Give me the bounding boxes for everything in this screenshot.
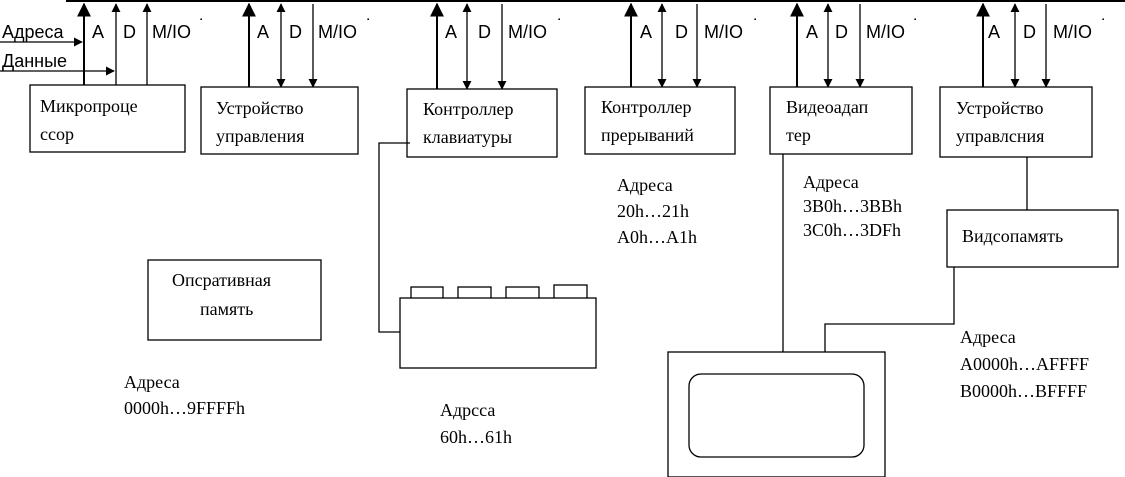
control1-bus-links: A D M/IO ˙ <box>242 2 372 88</box>
ram-address-note: Адреса 0000h…9FFFFh <box>124 372 245 418</box>
control1-bus-d: D <box>289 22 302 42</box>
control2-label-line2: управлсния <box>956 126 1044 146</box>
videomem-to-monitor-line <box>824 267 955 352</box>
control2-bus-d: D <box>1023 22 1036 42</box>
cpu-bus-d: D <box>123 22 136 42</box>
svg-text:Адрсса: Адрсса <box>440 400 495 420</box>
control1-label-line2: управления <box>216 126 304 146</box>
control2-bus-links: A D M/IO ˙ <box>976 2 1107 88</box>
ram-label-line2: память <box>200 299 253 319</box>
keyboard-address-note: Адрсса 60h…61h <box>440 400 512 447</box>
keyboard-bus-a: A <box>445 22 457 42</box>
ram-block <box>147 259 322 341</box>
video-memory-label: Видсопамять <box>962 226 1063 246</box>
svg-text:A0000h…AFFFF: A0000h…AFFFF <box>960 354 1089 374</box>
video-adapter-bus-a: A <box>806 22 818 42</box>
video-adapter-bus-d: D <box>835 22 848 42</box>
control-unit-2-block <box>939 86 1093 158</box>
control2-label-line1: Устройство <box>956 98 1044 118</box>
interrupt-address-note: Адреса 20h…21h A0h…A1h <box>617 175 697 247</box>
side-addresses-label: Адреса <box>2 22 65 42</box>
cpu-bus-a: A <box>92 22 104 42</box>
control2-bus-mio: M/IO <box>1053 22 1092 42</box>
cpu-bus-mio: M/IO <box>152 22 191 42</box>
control1-bus-mio: M/IO <box>318 22 357 42</box>
ram-label-line1: Опсративная <box>172 270 271 290</box>
svg-text:˙: ˙ <box>199 16 205 36</box>
video-memory-address-note: Адреса A0000h…AFFFF B0000h…BFFFF <box>960 327 1089 401</box>
control1-bus-a: A <box>257 22 269 42</box>
video-adapter-label-line1: Видеоадап <box>786 97 869 117</box>
side-data-label: Данные <box>2 51 67 71</box>
svg-text:˙: ˙ <box>557 16 563 36</box>
control1-label-line1: Устройство <box>216 98 304 118</box>
interrupt-bus-d: D <box>675 22 688 42</box>
svg-text:3B0h…3BBh: 3B0h…3BBh <box>803 196 902 216</box>
keyboard-ctrl-label-line1: Контроллер <box>423 99 514 119</box>
cpu-label-line1: Микропроце <box>40 96 138 116</box>
keyboardctrl-to-keyboard-line <box>378 142 410 333</box>
svg-text:Адреса: Адреса <box>960 327 1016 347</box>
keyboard-bus-mio: M/IO <box>508 22 547 42</box>
keyboard-bus-d: D <box>478 22 491 42</box>
interrupt-ctrl-label-line1: Контроллер <box>601 97 692 117</box>
keyboard-icon <box>399 284 597 369</box>
cpu-block <box>29 84 186 153</box>
control2-bus-a: A <box>988 22 1000 42</box>
keyboard-controller-block <box>406 88 558 158</box>
svg-text:20h…21h: 20h…21h <box>617 201 689 221</box>
svg-text:˙: ˙ <box>913 16 919 36</box>
svg-text:˙: ˙ <box>1101 16 1107 36</box>
svg-text:˙: ˙ <box>753 16 759 36</box>
svg-text:B0000h…BFFFF: B0000h…BFFFF <box>960 381 1087 401</box>
svg-text:Адреса: Адреса <box>124 372 180 392</box>
side-inputs: Адреса Данные <box>0 22 115 76</box>
svg-text:˙: ˙ <box>366 16 372 36</box>
video-adapter-label-line2: тер <box>786 125 811 145</box>
keyboard-bus-links: A D M/IO ˙ <box>430 2 563 90</box>
video-memory-block <box>946 209 1119 268</box>
keyboard-ctrl-label-line2: клавиатуры <box>423 127 512 147</box>
cpu-bus-links: A D M/IO ˙ <box>77 2 205 85</box>
svg-text:3C0h…3DFh: 3C0h…3DFh <box>803 220 901 240</box>
interrupt-bus-mio: M/IO <box>704 22 743 42</box>
video-adapter-block <box>769 86 913 155</box>
interrupt-bus-links: A D M/IO ˙ <box>624 2 759 88</box>
svg-text:Адреса: Адреса <box>617 175 673 195</box>
monitor-icon <box>667 351 886 477</box>
interrupt-ctrl-label-line2: прерываний <box>601 125 694 145</box>
video-adapter-address-note: Адреса 3B0h…3BBh 3C0h…3DFh <box>803 172 902 240</box>
video-adapter-bus-links: A D M/IO ˙ <box>790 2 919 88</box>
svg-text:A0h…A1h: A0h…A1h <box>617 227 697 247</box>
interrupt-controller-block <box>584 86 736 155</box>
svg-text:60h…61h: 60h…61h <box>440 427 512 447</box>
control-unit-block <box>200 86 359 155</box>
interrupt-bus-a: A <box>640 22 652 42</box>
svg-text:Адреса: Адреса <box>803 172 859 192</box>
svg-text:0000h…9FFFFh: 0000h…9FFFFh <box>124 398 245 418</box>
cpu-label-line2: ссор <box>40 124 74 144</box>
video-adapter-bus-mio: M/IO <box>866 22 905 42</box>
